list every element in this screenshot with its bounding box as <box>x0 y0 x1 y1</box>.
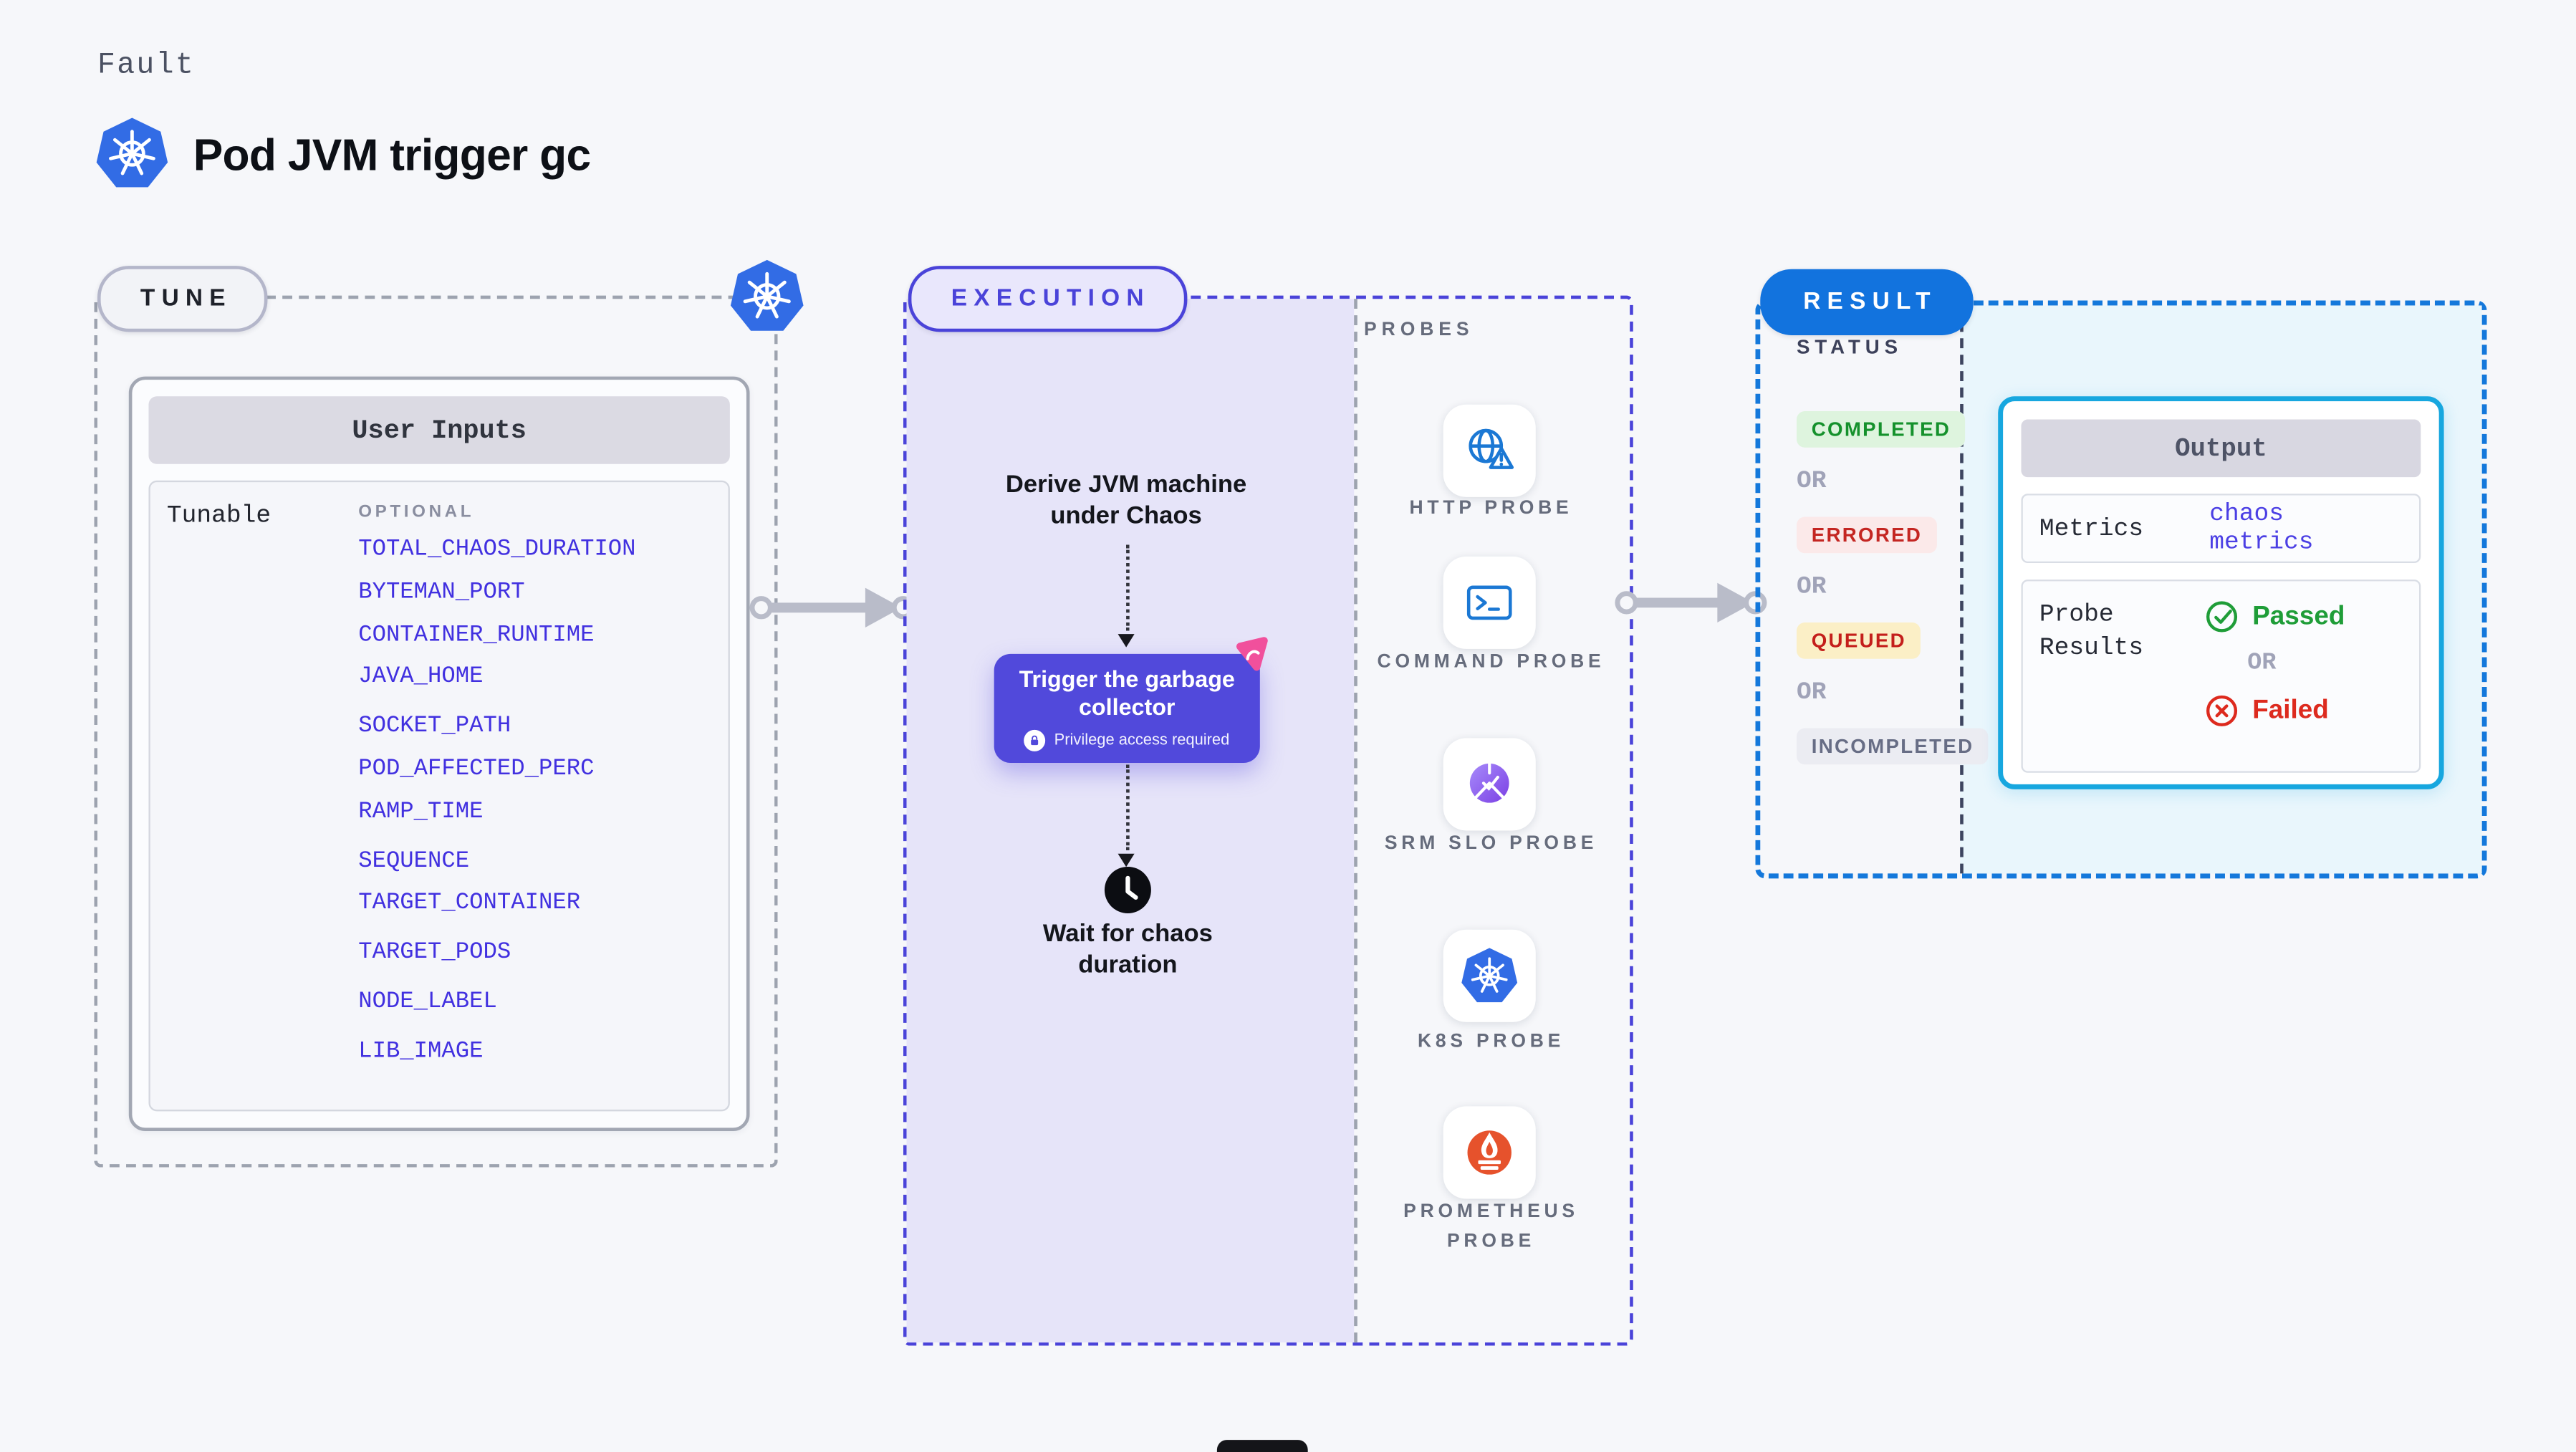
result-badge[interactable]: RESULT <box>1760 269 1974 335</box>
status-badge-errored: ERRORED <box>1796 516 1937 554</box>
arrow-line <box>1631 597 1734 608</box>
probe-label: SRM SLO PROBE <box>1384 834 1598 854</box>
or-separator: OR <box>1796 678 1827 707</box>
param-link[interactable]: NODE_LABEL <box>358 989 497 1016</box>
flow-dotted-line <box>1126 544 1130 631</box>
tunable-row-label: Tunable <box>166 501 271 530</box>
probe-card-k8s[interactable] <box>1443 929 1536 1022</box>
param-link[interactable]: POD_AFFECTED_PERC <box>358 756 595 783</box>
status-badge-queued: QUEUED <box>1796 622 1921 659</box>
arrow-endpoint-dot <box>1615 591 1638 615</box>
param-link[interactable]: BYTEMAN_PORT <box>358 579 525 606</box>
param-link[interactable]: CONTAINER_RUNTIME <box>358 622 595 648</box>
flow-arrow-execution-to-result <box>1615 581 1767 624</box>
status-badge-incompleted: INCOMPLETED <box>1796 728 1989 765</box>
page-title: Pod JVM trigger gc <box>193 130 591 181</box>
flow-arrow-tune-to-execution <box>749 586 915 629</box>
probe-label: PROMETHEUS PROBE <box>1403 1202 1579 1251</box>
metrics-value-link[interactable]: chaos metrics <box>2209 500 2314 557</box>
probe-label: COMMAND PROBE <box>1377 652 1605 673</box>
globe-alert-icon <box>1469 428 1514 469</box>
param-link[interactable]: SOCKET_PATH <box>358 713 511 741</box>
param-link[interactable]: SEQUENCE <box>358 847 470 875</box>
execution-badge[interactable]: EXECUTION <box>908 266 1187 332</box>
arrow-line <box>766 602 882 613</box>
prometheus-flame-icon <box>1467 1130 1512 1175</box>
probe-card-prometheus[interactable] <box>1443 1106 1536 1199</box>
or-separator: OR <box>1796 572 1827 602</box>
metrics-label: Metrics <box>2039 514 2144 543</box>
probes-column-label: PROBES <box>1364 320 1474 340</box>
down-arrow-icon <box>1118 634 1135 648</box>
fault-kicker: Fault <box>97 49 196 83</box>
output-header: Output <box>2021 419 2421 478</box>
tune-badge[interactable]: TUNE <box>97 266 269 332</box>
flow-dotted-line <box>1126 764 1130 851</box>
clock-icon <box>1104 866 1151 913</box>
param-link[interactable]: LIB_IMAGE <box>358 1038 484 1065</box>
wait-step-label: Wait for chaos duration <box>1042 919 1213 979</box>
param-link[interactable]: TARGET_CONTAINER <box>358 890 581 918</box>
output-card: Output Metrics chaos metrics Probe Resul… <box>1998 396 2444 789</box>
bottom-ui-fragment <box>1216 1440 1308 1452</box>
kubernetes-icon <box>96 117 168 188</box>
execution-flow-panel <box>906 299 1355 1343</box>
failed-verdict: Failed <box>2204 693 2403 728</box>
derive-step-label: Derive JVM machine under Chaos <box>1005 470 1247 530</box>
probe-results-label: Probe Results <box>2039 601 2144 663</box>
param-link[interactable]: TOTAL_CHAOS_DURATION <box>358 537 636 564</box>
param-link[interactable]: JAVA_HOME <box>358 664 484 691</box>
probe-card-command[interactable] <box>1443 556 1536 649</box>
result-divider <box>1960 305 1964 874</box>
probe-label: K8S PROBE <box>1417 1032 1565 1052</box>
user-inputs-header: User Inputs <box>148 396 730 464</box>
kubernetes-icon <box>1461 948 1518 1003</box>
param-link[interactable]: RAMP_TIME <box>358 799 484 826</box>
privilege-note-text: Privilege access required <box>1054 731 1230 750</box>
probe-results-row: Probe Results Passed OR Failed <box>2021 580 2421 773</box>
failed-label: Failed <box>2252 696 2329 724</box>
lock-icon <box>1024 729 1047 751</box>
execution-section-box <box>903 295 1633 1346</box>
metrics-row: Metrics chaos metrics <box>2021 494 2421 564</box>
or-separator: OR <box>2247 650 2277 678</box>
passed-label: Passed <box>2252 602 2345 630</box>
probe-card-http[interactable] <box>1443 404 1536 497</box>
check-circle-icon <box>2206 601 2238 633</box>
slo-donut-check-icon <box>1469 761 1509 803</box>
status-label: STATUS <box>1796 335 1903 359</box>
privilege-note: Privilege access required <box>1024 729 1230 751</box>
trigger-gc-node[interactable]: Trigger the garbage collector Privilege … <box>994 653 1260 763</box>
probe-label: HTTP PROBE <box>1409 499 1573 519</box>
arrow-endpoint-dot <box>1744 591 1767 615</box>
tune-section-box <box>94 295 778 1168</box>
kubernetes-icon <box>730 259 804 331</box>
passed-verdict: Passed <box>2204 600 2403 634</box>
status-column: STATUS COMPLETED OR ERRORED OR QUEUED OR… <box>1796 335 1989 784</box>
probe-card-srm-slo[interactable] <box>1443 738 1536 831</box>
down-arrow-icon <box>1118 853 1135 867</box>
terminal-icon <box>1466 585 1512 620</box>
user-inputs-card: User Inputs Tunable OPTIONAL TOTAL_CHAOS… <box>128 376 750 1132</box>
arrow-endpoint-dot <box>749 596 773 620</box>
optional-column-label: OPTIONAL <box>358 501 475 522</box>
litmus-chaos-icon <box>1236 637 1268 671</box>
x-circle-icon <box>2206 695 2238 726</box>
user-inputs-panel: Tunable OPTIONAL TOTAL_CHAOS_DURATION BY… <box>148 480 730 1112</box>
probes-divider <box>1354 299 1357 1343</box>
or-separator: OR <box>1796 467 1827 496</box>
param-link[interactable]: TARGET_PODS <box>358 940 511 966</box>
trigger-gc-title: Trigger the garbage collector <box>1019 665 1235 721</box>
status-badge-completed: COMPLETED <box>1796 410 1966 448</box>
